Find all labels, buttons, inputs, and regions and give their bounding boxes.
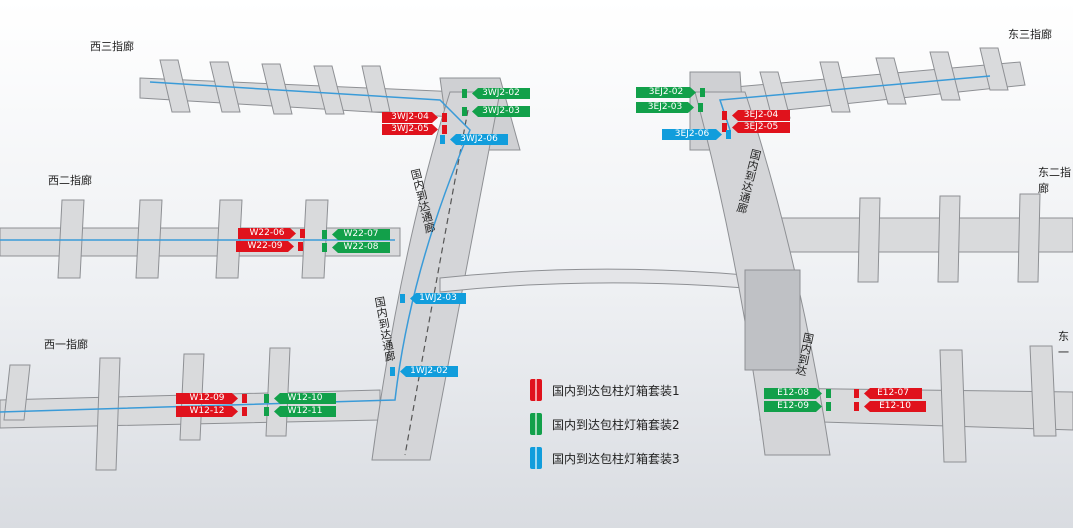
tag-w2-06: W22-06 <box>238 228 296 239</box>
column-marker <box>242 394 247 403</box>
tag-e3-03: 3EJ2-03 <box>636 102 694 113</box>
column-marker <box>826 402 831 411</box>
pier-west2 <box>0 199 401 279</box>
tag-e1-07: E12-07 <box>864 388 922 399</box>
legend-swatch-red <box>530 379 542 401</box>
tag-e3-04: 3EJ2-04 <box>732 110 790 121</box>
column-marker <box>722 123 727 132</box>
tag-w1-09: W12-09 <box>176 393 238 404</box>
label-west2: 西二指廊 <box>48 174 92 187</box>
column-marker <box>826 389 831 398</box>
legend-label-1: 国内到达包柱灯箱套装1 <box>552 383 680 398</box>
column-marker <box>390 367 395 376</box>
tag-e1-09: E12-09 <box>764 401 822 412</box>
east-building-block <box>744 269 801 371</box>
label-east2: 东二指廊 <box>1038 166 1071 195</box>
column-marker <box>400 294 405 303</box>
tag-e3-05: 3EJ2-05 <box>732 122 790 133</box>
tag-w2-08: W22-08 <box>332 242 390 253</box>
column-marker <box>440 135 445 144</box>
column-marker <box>242 407 247 416</box>
legend-item-2: 国内到达包柱灯箱套装2 <box>530 407 680 441</box>
tag-w2-07: W22-07 <box>332 229 390 240</box>
label-east1: 东一 <box>1058 330 1069 359</box>
pier-west3 <box>139 59 471 119</box>
legend-label-2: 国内到达包柱灯箱套装2 <box>552 417 680 432</box>
tag-w1-12: W12-12 <box>176 406 238 417</box>
tag-e1-10: E12-10 <box>864 401 926 412</box>
column-marker <box>442 125 447 134</box>
legend-swatch-blue <box>530 447 542 469</box>
column-marker <box>722 111 727 120</box>
column-marker <box>854 389 859 398</box>
column-marker <box>698 103 703 112</box>
column-marker <box>726 130 731 139</box>
tag-w3-03: 3WJ2-03 <box>472 106 530 117</box>
tag-w3-06: 3WJ2-06 <box>450 134 508 145</box>
column-marker <box>322 243 327 252</box>
label-west3: 西三指廊 <box>90 40 134 53</box>
tag-w1-11: W12-11 <box>274 406 336 417</box>
tag-w2-09: W22-09 <box>236 241 294 252</box>
column-marker <box>298 242 303 251</box>
tag-w1j-03: 1WJ2-03 <box>410 293 466 304</box>
tag-w3-04: 3WJ2-04 <box>382 112 438 123</box>
pier-east2 <box>764 193 1073 283</box>
legend-swatch-green <box>530 413 542 435</box>
label-east3: 东三指廊 <box>1008 28 1052 41</box>
column-marker <box>300 229 305 238</box>
tag-e3-02: 3EJ2-02 <box>636 87 696 98</box>
column-marker <box>264 394 269 403</box>
column-marker <box>462 89 467 98</box>
tag-w3-02: 3WJ2-02 <box>472 88 530 99</box>
legend: 国内到达包柱灯箱套装1 国内到达包柱灯箱套装2 国内到达包柱灯箱套装3 <box>530 373 680 475</box>
column-marker <box>442 113 447 122</box>
legend-label-3: 国内到达包柱灯箱套装3 <box>552 451 680 466</box>
legend-item-1: 国内到达包柱灯箱套装1 <box>530 373 680 407</box>
label-west1: 西一指廊 <box>44 338 88 351</box>
tag-w1j-02: 1WJ2-02 <box>400 366 458 377</box>
tag-w3-05: 3WJ2-05 <box>382 124 438 135</box>
tag-e3-06: 3EJ2-06 <box>662 129 722 140</box>
tag-w1-10: W12-10 <box>274 393 336 404</box>
west-corridor-inner <box>404 109 469 456</box>
column-marker <box>700 88 705 97</box>
legend-item-3: 国内到达包柱灯箱套装3 <box>530 441 680 475</box>
column-marker <box>264 407 269 416</box>
column-marker <box>322 230 327 239</box>
column-marker <box>854 402 859 411</box>
column-marker <box>462 107 467 116</box>
tag-e1-08: E12-08 <box>764 388 822 399</box>
